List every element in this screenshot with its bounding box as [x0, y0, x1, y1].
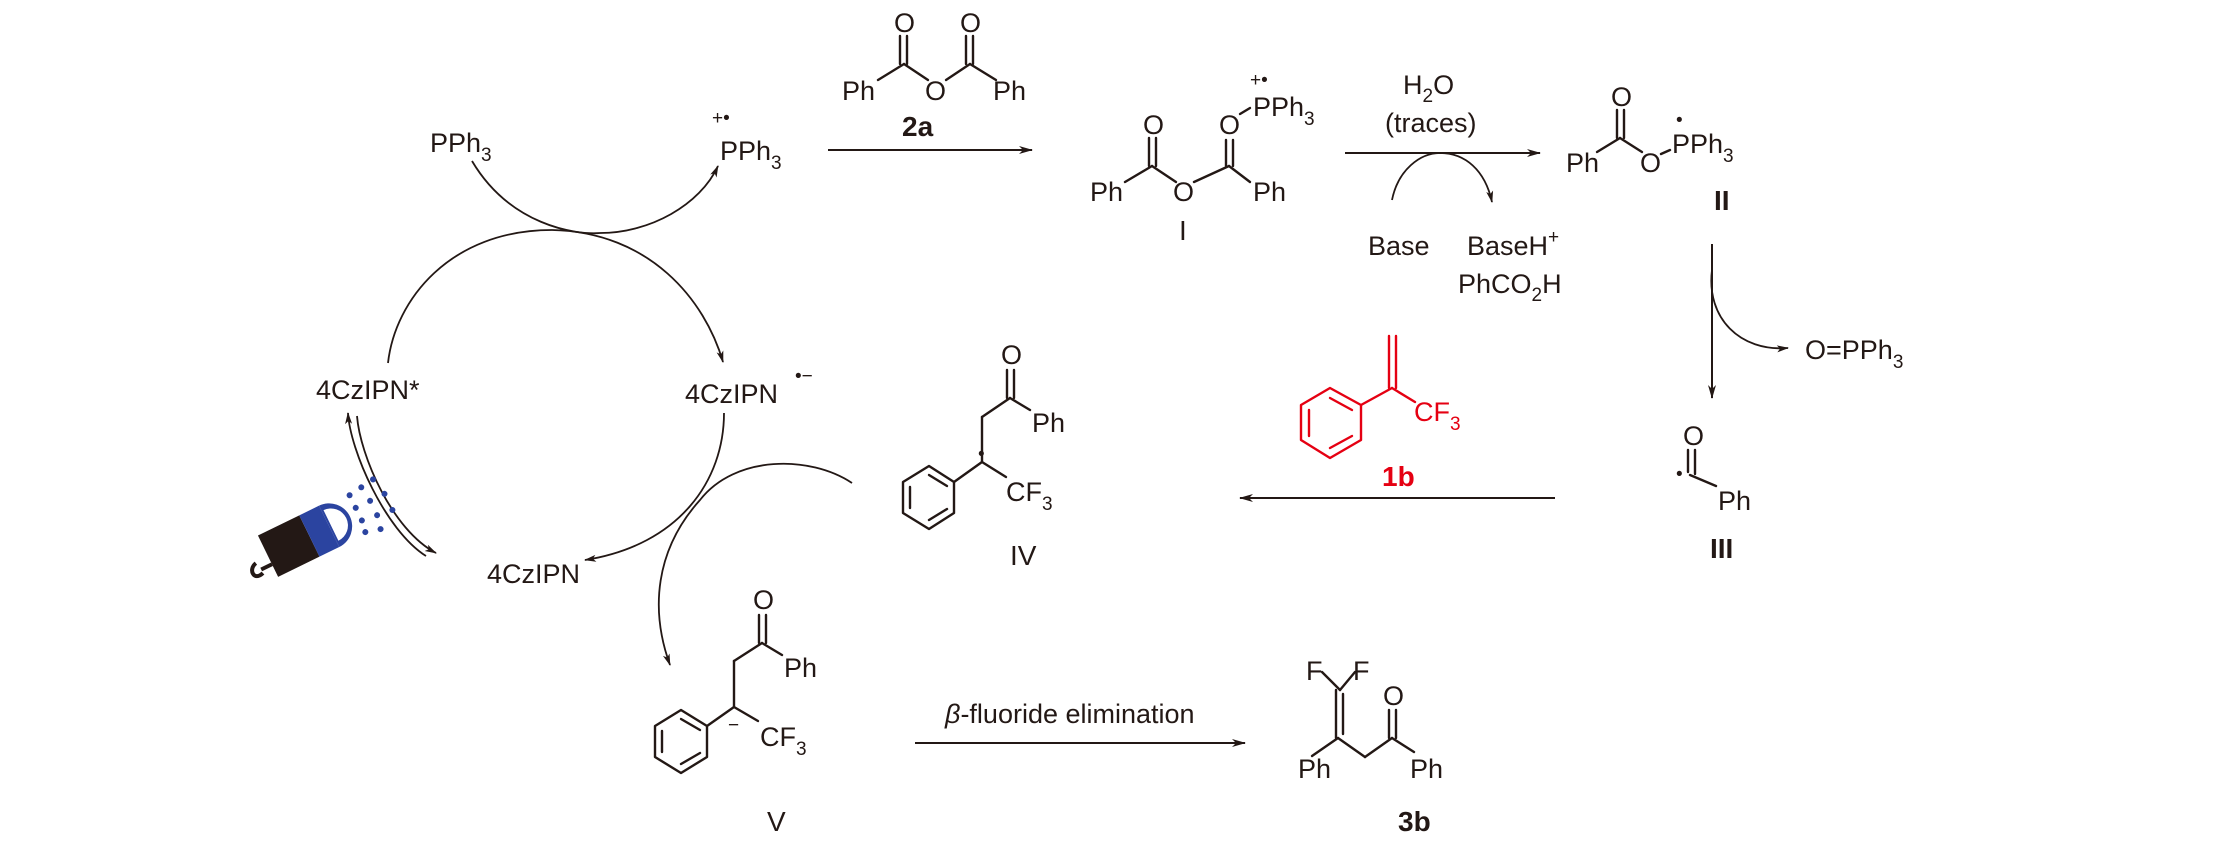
ophosphine-arc-arrow [1710, 269, 1789, 353]
ph-left: Ph [1090, 177, 1123, 207]
ph: Ph [1718, 486, 1751, 516]
pph3-radical-cation-label: PPh3 [720, 136, 782, 174]
intermediate-V: − CF3 O Ph V [653, 585, 817, 837]
elimination-step: β-fluoride elimination [915, 699, 1246, 747]
pph3-label: PPh3 [430, 128, 492, 166]
base-arc-arrow [1391, 152, 1494, 203]
photocatalyst-ground: 4CzIPN [487, 559, 580, 589]
ph-right: Ph [1253, 177, 1286, 207]
o: O [1683, 421, 1704, 451]
radical-dot: • [1676, 110, 1683, 131]
lamp-icon [250, 476, 396, 579]
traces-label: (traces) [1385, 108, 1477, 138]
triphenylphosphine-oxide-label: O=PPh3 [1805, 335, 1903, 373]
o-bridge: O [1173, 177, 1194, 207]
photocatalyst-reduced-charge: •− [795, 366, 813, 387]
ph-left: Ph [1298, 754, 1331, 784]
charge: +• [1250, 70, 1268, 91]
compound-label-IV: IV [1010, 540, 1037, 571]
pph3: PPh3 [1672, 129, 1734, 167]
pph3: PPh3 [1253, 92, 1315, 130]
o-bridge: O [925, 76, 946, 106]
reagent-2a: Ph O O O Ph 2a [842, 8, 1026, 142]
compound-label-I: I [1179, 215, 1187, 246]
radical-cation-mark: +• [712, 108, 730, 129]
compound-label-II: II [1714, 185, 1730, 216]
f2: F [1353, 656, 1370, 686]
ph-right: Ph [1410, 754, 1443, 784]
o-bridge: O [1640, 148, 1661, 178]
o1: O [1143, 110, 1164, 140]
ph-left: Ph [842, 76, 875, 106]
intermediate-IV: CF3 • O Ph IV [901, 340, 1065, 571]
intermediate-III: O • Ph III [1676, 421, 1751, 564]
compound-label-3b: 3b [1398, 806, 1431, 837]
ph-right: Ph [993, 76, 1026, 106]
ph: Ph [784, 653, 817, 683]
compound-label-III: III [1710, 533, 1733, 564]
cycle-arc-right [584, 412, 725, 562]
fragmentation-step: O=PPh3 [1708, 244, 1903, 399]
baseh-label: BaseH+ [1467, 227, 1559, 261]
o: O [1383, 681, 1404, 711]
intermediate-II: Ph O O PPh3 • II [1566, 82, 1734, 216]
cf3: CF3 [760, 722, 807, 760]
base-label: Base [1368, 231, 1430, 261]
relaxation-arrow [356, 415, 437, 554]
excitation-arrow [345, 412, 427, 557]
benzoic-acid-label: PhCO2H [1458, 269, 1562, 306]
ph: Ph [1032, 408, 1065, 438]
substrate-1b: CF3 1b [1299, 334, 1461, 492]
photocatalytic-cycle: PPh3 +• PPh3 4CzIPN* 4CzIPN •− 4CzIPN [316, 108, 853, 666]
o-carbonyl: O [1611, 82, 1632, 112]
o1: O [894, 8, 915, 38]
f1: F [1306, 656, 1323, 686]
compound-label-1b: 1b [1382, 461, 1415, 492]
compound-label-V: V [767, 806, 786, 837]
o: O [1001, 340, 1022, 370]
o2: O [960, 8, 981, 38]
photocatalyst-reduced: 4CzIPN [685, 379, 778, 409]
ph: Ph [1566, 148, 1599, 178]
oxidation-arc-arrow [471, 160, 719, 235]
cf3: CF3 [1006, 477, 1053, 515]
cycle-arc-top [387, 229, 724, 364]
o: O [753, 585, 774, 615]
elimination-label: β-fluoride elimination [944, 699, 1195, 729]
water-label: H2O [1403, 70, 1454, 107]
anion-charge: − [728, 715, 739, 736]
product-3b: F F O Ph Ph 3b [1298, 656, 1443, 837]
compound-label-2a: 2a [902, 111, 934, 142]
cf3: CF3 [1414, 397, 1461, 435]
radical-dot: • [1676, 464, 1683, 485]
photocatalyst-excited: 4CzIPN* [316, 375, 420, 405]
hydrolysis-step: H2O (traces) Base BaseH+ PhCO2H [1345, 70, 1562, 306]
reduction-arc-to-V [657, 462, 853, 666]
intermediate-I: Ph O O O PPh3 +• Ph I [1090, 70, 1315, 246]
o2: O [1219, 110, 1240, 140]
